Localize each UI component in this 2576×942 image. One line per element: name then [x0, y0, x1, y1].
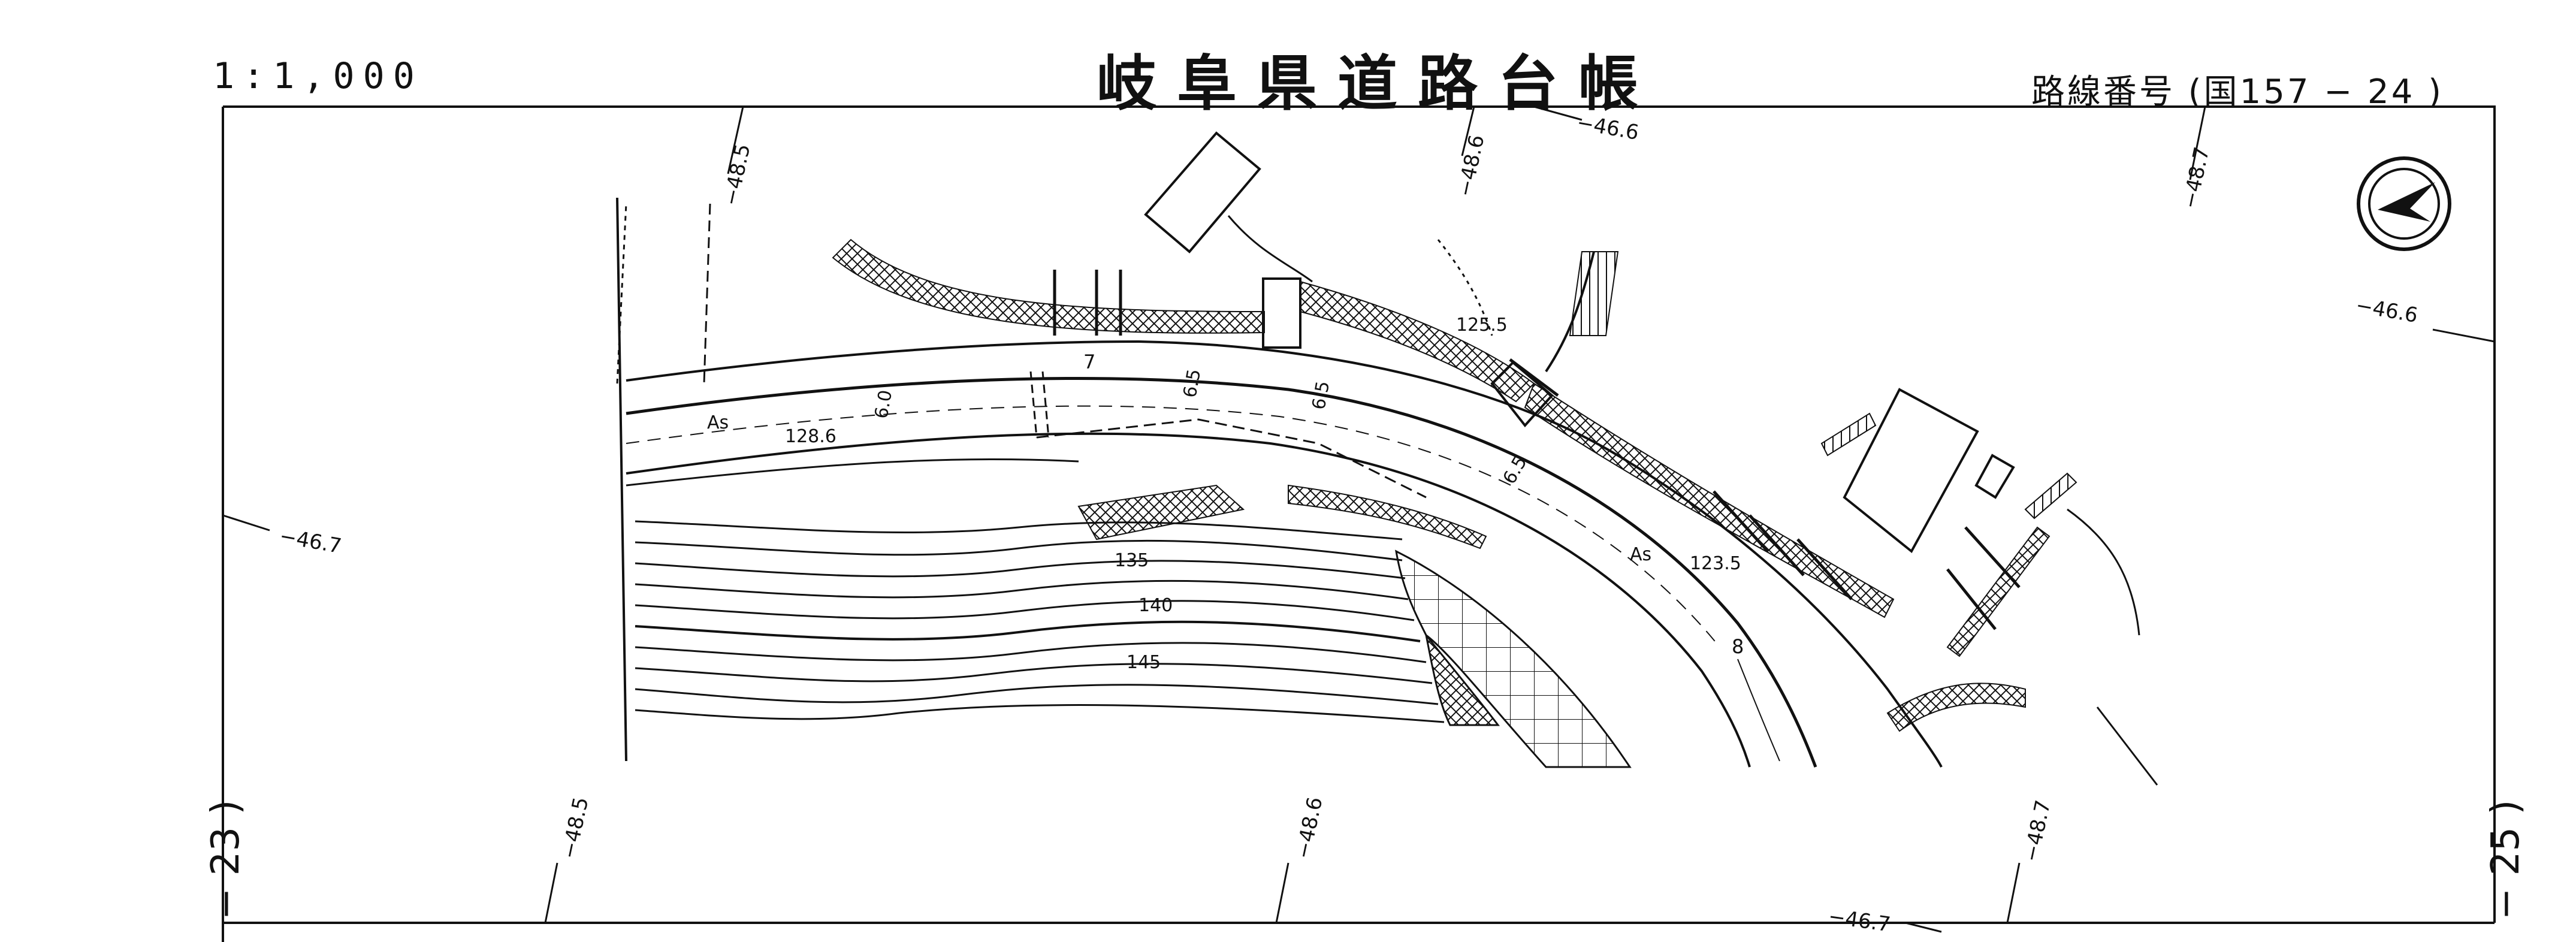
grid-label: −46.7	[1827, 904, 1892, 937]
slope-ticks	[1569, 251, 2077, 520]
elevation-label: 128.6	[785, 426, 836, 447]
structures	[1053, 270, 2021, 630]
grid-label: −48.6	[1453, 133, 1490, 199]
width-label: 6.5	[1308, 379, 1334, 411]
block-number: 7	[1083, 351, 1095, 373]
boundary-lines	[616, 197, 2158, 786]
route-number: 路線番号 (国157 − 24 )	[2031, 73, 2444, 111]
grid-ticks	[222, 105, 2495, 933]
grid-label: −48.5	[719, 142, 756, 208]
grid-label: −46.6	[1575, 110, 1641, 144]
grid-label: −48.7	[2019, 798, 2056, 864]
contour-label: 140	[1138, 595, 1173, 616]
road-edges	[626, 340, 1943, 768]
buildings	[1144, 131, 2015, 554]
contour-lines	[635, 520, 1445, 723]
contour-label: 135	[1115, 550, 1149, 571]
contour-label: 145	[1127, 652, 1161, 673]
elevation-label: 123.5	[1690, 553, 1741, 574]
grid-labels: −48.5 −48.6 −48.7 −46.6 −46.6 −46.7 −48.…	[277, 110, 2420, 937]
north-arrow-icon	[2357, 156, 2451, 251]
embankments	[832, 238, 2050, 732]
grid-label: −46.7	[277, 524, 343, 558]
surface-label: As	[707, 412, 729, 433]
grid-label: −48.6	[1291, 795, 1328, 861]
width-label: 6.0	[871, 388, 896, 420]
surface-label: As	[1630, 544, 1651, 565]
block-number: 8	[1732, 635, 1744, 658]
sheet-frame	[222, 105, 2496, 942]
map-scale: 1:1,000	[213, 55, 423, 97]
grid-label: −48.5	[557, 795, 594, 861]
grid-label: −46.6	[2354, 293, 2420, 327]
grid-label: −48.7	[2178, 145, 2215, 211]
width-label: 6.5	[1179, 367, 1205, 399]
paved-area	[1395, 550, 1632, 768]
elevation-label: 125.5	[1456, 315, 1508, 336]
